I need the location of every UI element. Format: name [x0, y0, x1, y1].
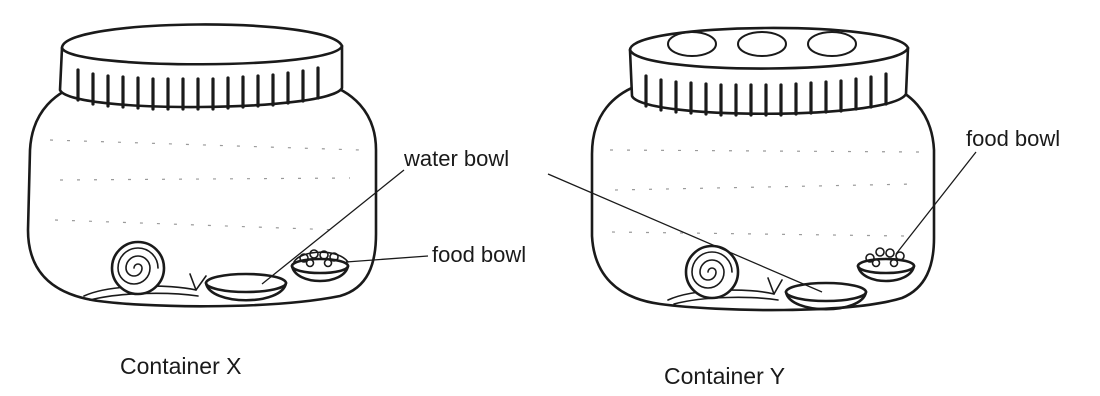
- water-bowl-label: water bowl: [403, 146, 509, 171]
- food-bowl-label-y: food bowl: [966, 126, 1060, 151]
- container-x-caption: Container X: [120, 353, 241, 379]
- food-bowl-label-x: food bowl: [432, 242, 526, 267]
- container-x-lid-icon: [60, 24, 342, 109]
- container-y-caption: Container Y: [664, 363, 785, 389]
- container-y-lid-icon: [630, 28, 908, 115]
- container-x: [28, 24, 376, 306]
- container-y-jar-icon: [592, 82, 934, 310]
- container-y: [592, 28, 934, 310]
